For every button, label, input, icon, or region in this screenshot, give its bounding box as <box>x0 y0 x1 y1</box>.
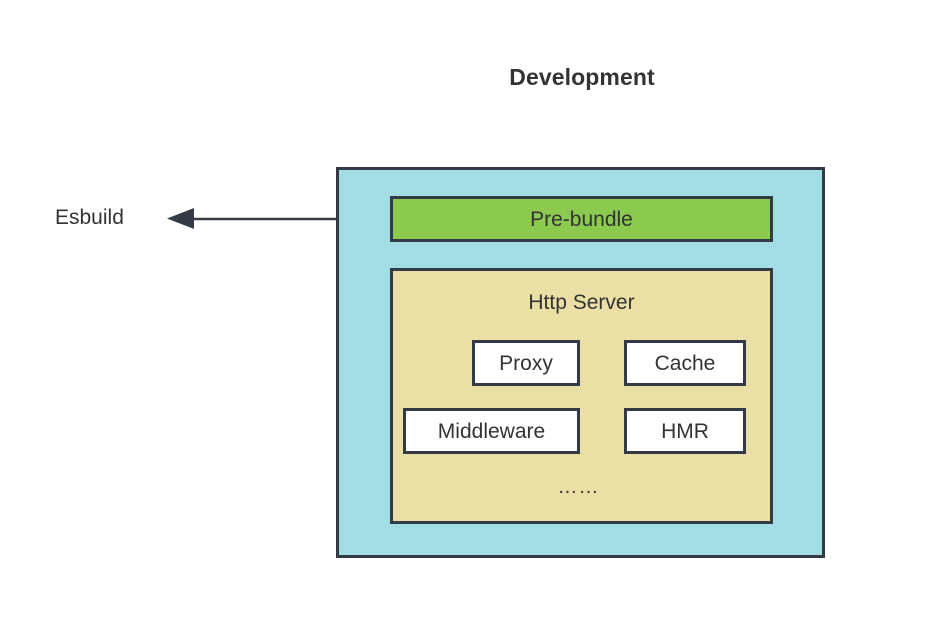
hmr-block[interactable]: HMR <box>624 408 746 454</box>
pre-bundle-label: Pre-bundle <box>530 207 633 231</box>
cache-block[interactable]: Cache <box>624 340 746 386</box>
middleware-block[interactable]: Middleware <box>403 408 580 454</box>
diagram-title: Development <box>509 64 655 90</box>
http-server-label: Http Server <box>528 291 635 314</box>
middleware-label: Middleware <box>437 419 546 443</box>
cache-label: Cache <box>654 351 716 375</box>
esbuild-label: Esbuild <box>55 206 124 229</box>
http-server-block[interactable]: Http Server <box>390 268 773 524</box>
hmr-label: HMR <box>661 419 709 443</box>
proxy-block[interactable]: Proxy <box>472 340 580 386</box>
more-items-ellipsis: …… <box>557 476 600 498</box>
pre-bundle-block[interactable]: Pre-bundle <box>390 196 773 242</box>
proxy-label: Proxy <box>499 351 553 375</box>
